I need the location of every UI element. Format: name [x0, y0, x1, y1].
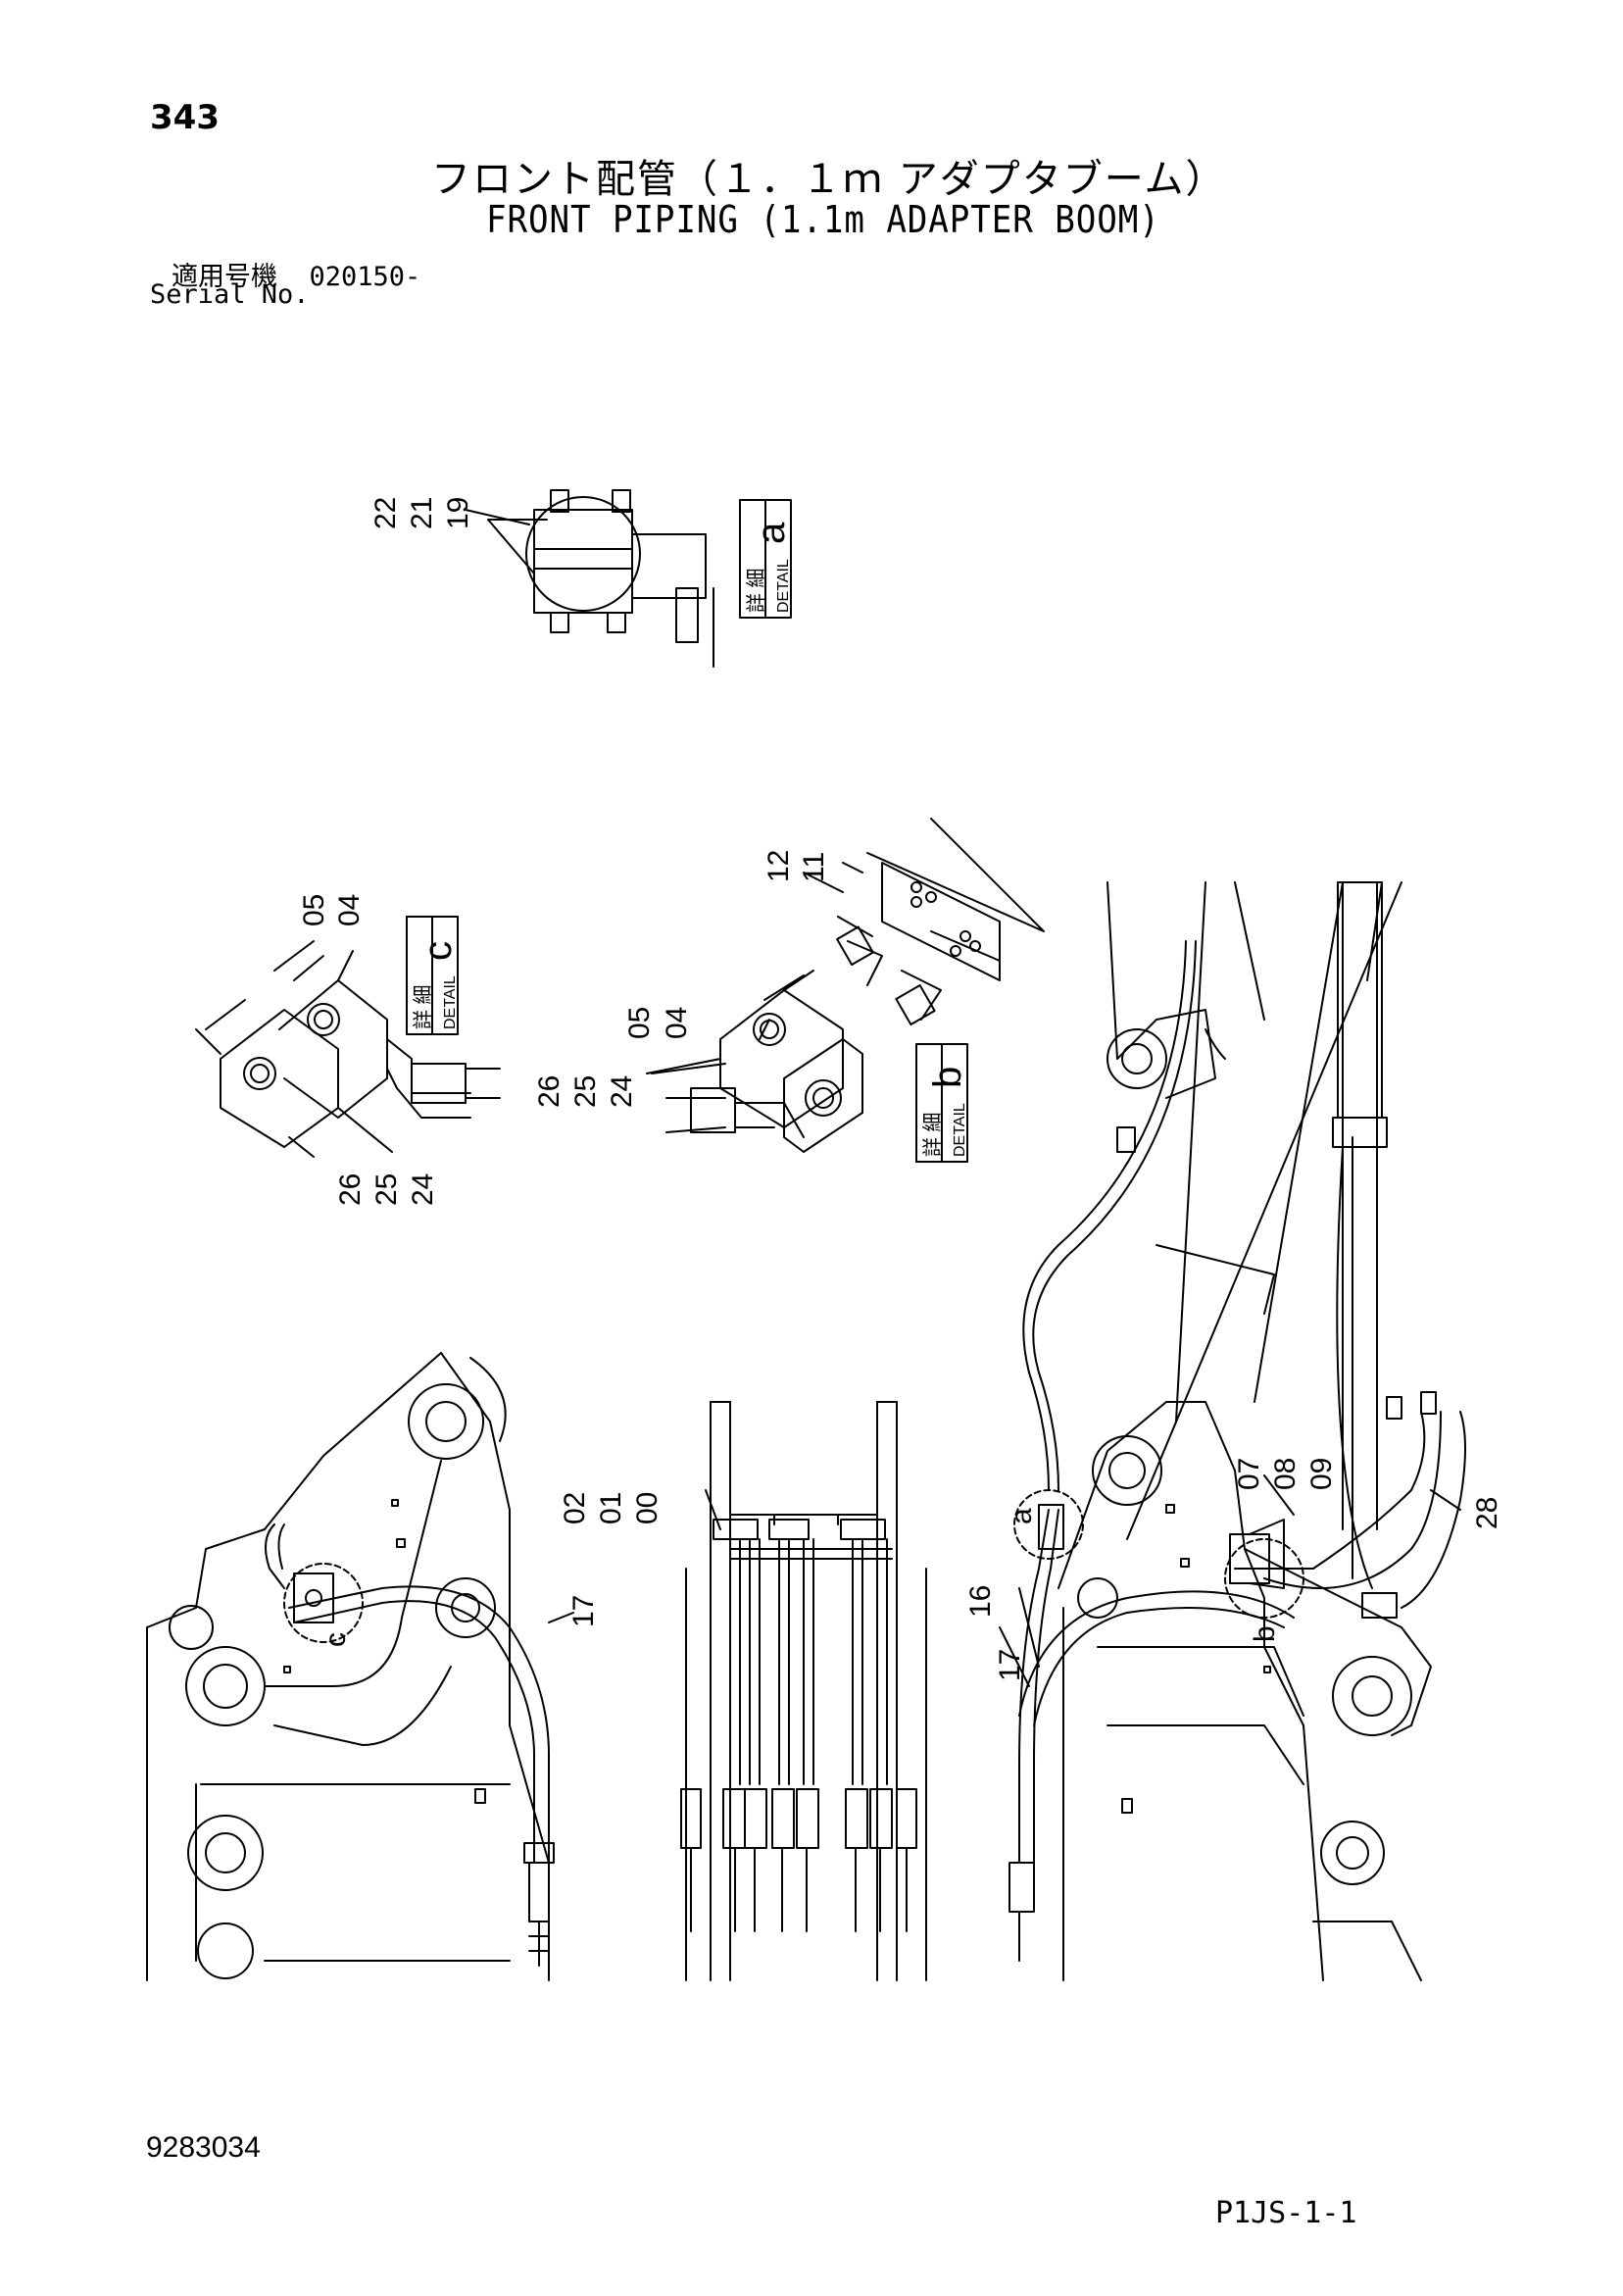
callout-c-top-1: 05 [298, 894, 330, 926]
callout-c-bottom-3: 24 [407, 1173, 439, 1206]
serial-label-jp: 適用号機 [172, 262, 277, 292]
callout-c-bottom-2: 25 [370, 1173, 403, 1206]
detail-c-label-box [406, 916, 459, 1035]
callout-b-top-1: 05 [623, 1007, 656, 1039]
callout-left-hose: 17 [567, 1595, 600, 1627]
callout-right-hose-2: 16 [964, 1585, 997, 1618]
callout-right-hose-1: 17 [994, 1649, 1026, 1681]
sheet-code: P1JS-1-1 [1215, 2196, 1357, 2230]
view-c-circle [283, 1563, 364, 1643]
title-english: FRONT PIPING (1.1m ADAPTER BOOM) [486, 198, 1160, 241]
detail-c-block [195, 940, 501, 1158]
right-boom-structure [1057, 881, 1432, 1981]
detail-b-block [646, 970, 863, 1153]
detail-b-letter: b [926, 1067, 969, 1088]
right-arm-cylinder [1332, 881, 1388, 1589]
left-boom-bracket [146, 1352, 550, 1981]
callout-b-bottom-3: 24 [606, 1075, 638, 1108]
detail-a-jp: 詳 細 [745, 568, 767, 613]
page-number: 343 [150, 98, 220, 137]
right-hoses [1008, 940, 1466, 1962]
detail-a-view [487, 489, 714, 668]
center-hoses [680, 1538, 917, 1932]
detail-c-en: DETAIL [442, 975, 459, 1029]
callout-center-1: 02 [559, 1492, 591, 1524]
callout-right-top-1: 07 [1233, 1458, 1265, 1490]
callout-b-side-1: 12 [762, 850, 795, 882]
callout-c-bottom-1: 26 [334, 1173, 367, 1206]
callout-b-bottom-2: 25 [569, 1075, 602, 1108]
view-a-circle [1013, 1489, 1084, 1560]
detail-c-letter: c [417, 941, 460, 961]
leader-17-left [548, 1612, 574, 1623]
detail-c-jp: 詳 細 [412, 984, 434, 1029]
detail-b-jp: 詳 細 [921, 1112, 944, 1157]
detail-a-label-box [739, 499, 792, 619]
callout-a-1: 22 [369, 497, 402, 529]
callout-b-side-2: 11 [798, 852, 830, 882]
detail-a-en: DETAIL [775, 559, 792, 613]
detail-b-label-box [915, 1043, 968, 1163]
serial-label-english: Serial No. [150, 279, 310, 310]
detail-a-letter: a [750, 522, 793, 544]
serial-line-japanese: 適用号機 020150- [172, 255, 420, 293]
callout-center-3: 00 [631, 1492, 664, 1524]
left-hose [265, 1523, 555, 1967]
callout-right-side: 28 [1471, 1497, 1503, 1529]
serial-value: 020150- [309, 262, 421, 292]
callout-a-3: 19 [442, 497, 474, 529]
view-a-label: a [1006, 1508, 1038, 1524]
callout-a-2: 21 [406, 497, 438, 529]
title-japanese: フロント配管（１．１ｍ アダプタブーム） [431, 157, 1227, 202]
callout-b-bottom-1: 26 [533, 1075, 566, 1108]
callout-right-top-3: 09 [1305, 1458, 1338, 1490]
view-b-label: b [1249, 1625, 1281, 1642]
callout-c-top-2: 04 [333, 894, 366, 926]
callout-right-top-2: 08 [1269, 1458, 1302, 1490]
detail-b-fitting [803, 818, 1045, 1025]
view-b-circle [1224, 1538, 1304, 1619]
callout-b-top-2: 04 [661, 1007, 693, 1039]
detail-b-en: DETAIL [952, 1103, 968, 1157]
document-number: 9283034 [146, 2131, 261, 2164]
leader-lines [337, 509, 1461, 1687]
callout-center-2: 01 [595, 1492, 627, 1524]
view-c-label: c [320, 1632, 352, 1647]
